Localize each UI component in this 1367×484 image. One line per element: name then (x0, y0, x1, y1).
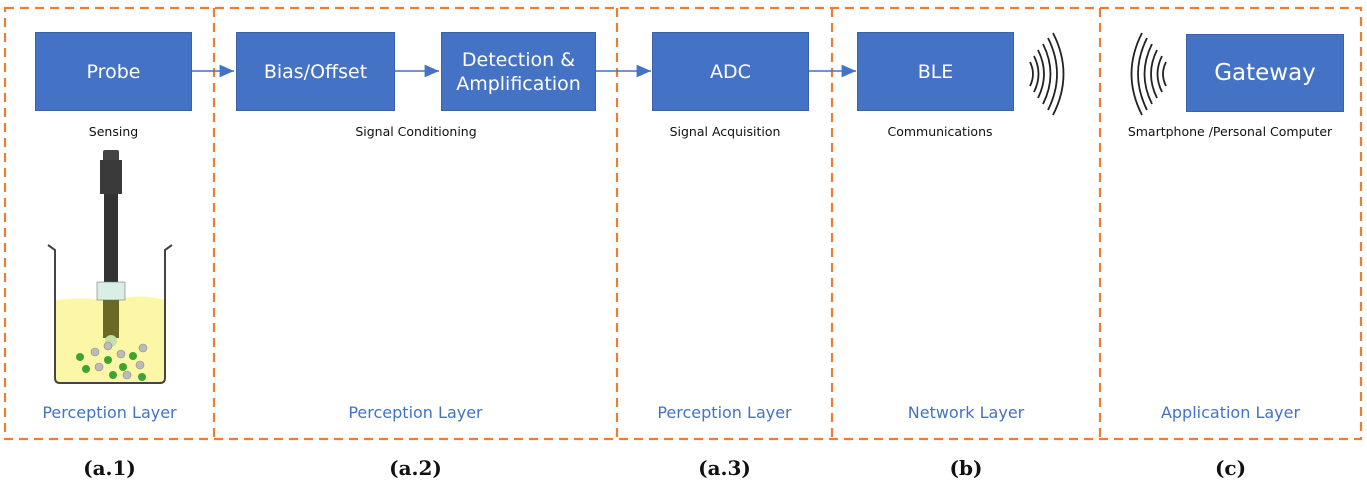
wireless-signal-icon (1130, 32, 1167, 116)
panel-label-a2: (a.2) (389, 456, 442, 480)
probe-block: Probe (35, 32, 192, 111)
layer-label-a1: Perception Layer (42, 403, 177, 422)
bias-offset-block-label: Bias/Offset (263, 60, 368, 83)
sensing-caption: Sensing (88, 124, 139, 139)
gateway-block: Gateway (1186, 34, 1344, 112)
panel-label-b: (b) (949, 456, 983, 480)
adc-block-label: ADC (710, 60, 751, 83)
bias-offset-block: Bias/Offset (236, 32, 395, 111)
signal-acquisition-caption: Signal Acquisition (669, 124, 781, 139)
layer-label-c: Application Layer (1160, 403, 1301, 422)
probe-block-label: Probe (86, 60, 141, 83)
dashed-frame (3, 6, 1363, 441)
gateway-block-label: Gateway (1214, 60, 1316, 86)
panel-label-c: (c) (1214, 456, 1247, 480)
detection-amplification-block-label: Detection & Amplification (456, 48, 581, 95)
beaker-probe-illustration (47, 150, 173, 384)
panel-label-a1: (a.1) (83, 456, 136, 480)
ble-block-label: BLE (917, 60, 954, 83)
panel-label-a3: (a.3) (698, 456, 751, 480)
smartphone-caption: Smartphone /Personal Computer (1127, 124, 1333, 139)
signal-conditioning-caption: Signal Conditioning (355, 124, 477, 139)
ble-block: BLE (857, 32, 1014, 111)
layer-label-a3: Perception Layer (657, 403, 792, 422)
ion-particles (76, 341, 148, 381)
communications-caption: Communications (887, 124, 993, 139)
adc-block: ADC (652, 32, 809, 111)
layer-label-b: Network Layer (907, 403, 1025, 422)
detection-amplification-block: Detection & Amplification (441, 32, 596, 111)
layer-label-a2: Perception Layer (348, 403, 483, 422)
wireless-signal-icon (1029, 32, 1065, 116)
